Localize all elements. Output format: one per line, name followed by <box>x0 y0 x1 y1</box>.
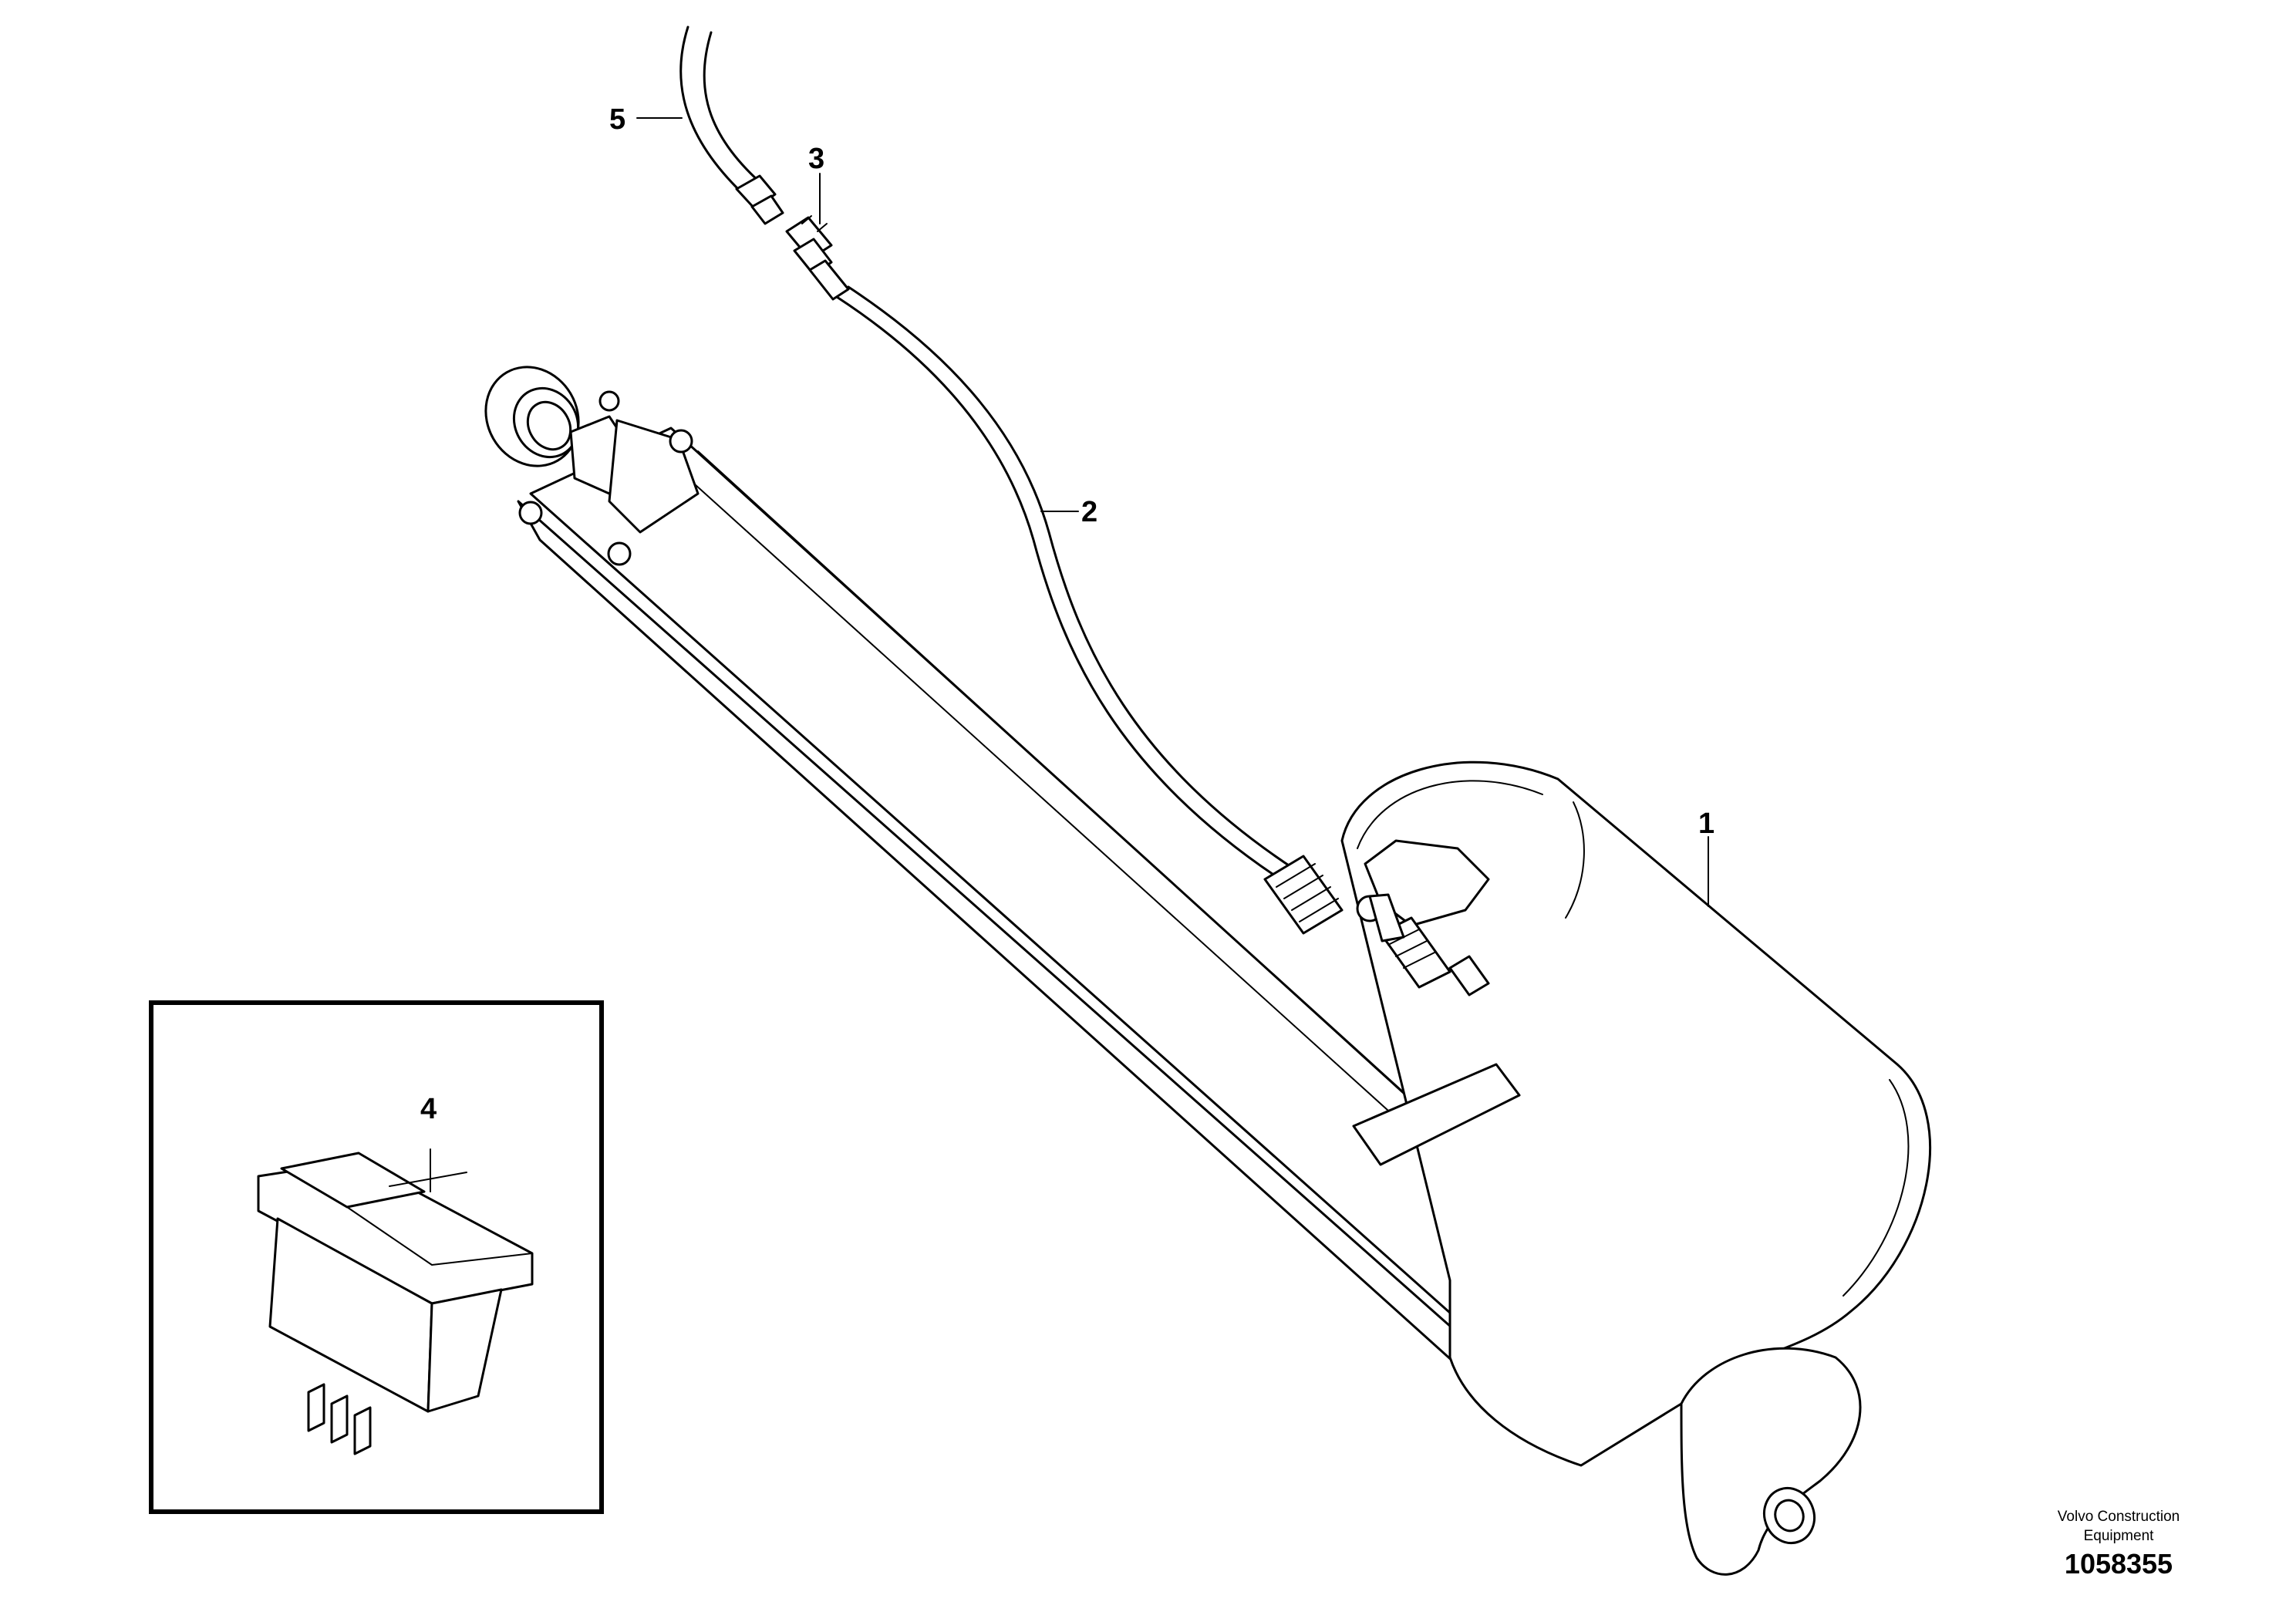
callout-4: 4 <box>420 1093 437 1125</box>
cable-5 <box>679 25 784 225</box>
cable-2 <box>835 285 1297 881</box>
leader-lines <box>430 117 1709 1192</box>
motor-housing-1 <box>1263 760 1932 1576</box>
document-number: 1058355 <box>2065 1548 2173 1580</box>
connector-3 <box>785 215 850 301</box>
inset-frame <box>149 1000 604 1514</box>
brand-line-2: Equipment <box>2084 1528 2155 1544</box>
rocker-switch-4 <box>257 1152 534 1455</box>
callout-5: 5 <box>609 103 625 136</box>
callout-1: 1 <box>1698 808 1714 840</box>
callout-3: 3 <box>808 143 824 175</box>
callout-2: 2 <box>1081 496 1097 528</box>
brand-line-1: Volvo Construction <box>2058 1509 2180 1525</box>
rod-end-eye <box>484 366 700 566</box>
